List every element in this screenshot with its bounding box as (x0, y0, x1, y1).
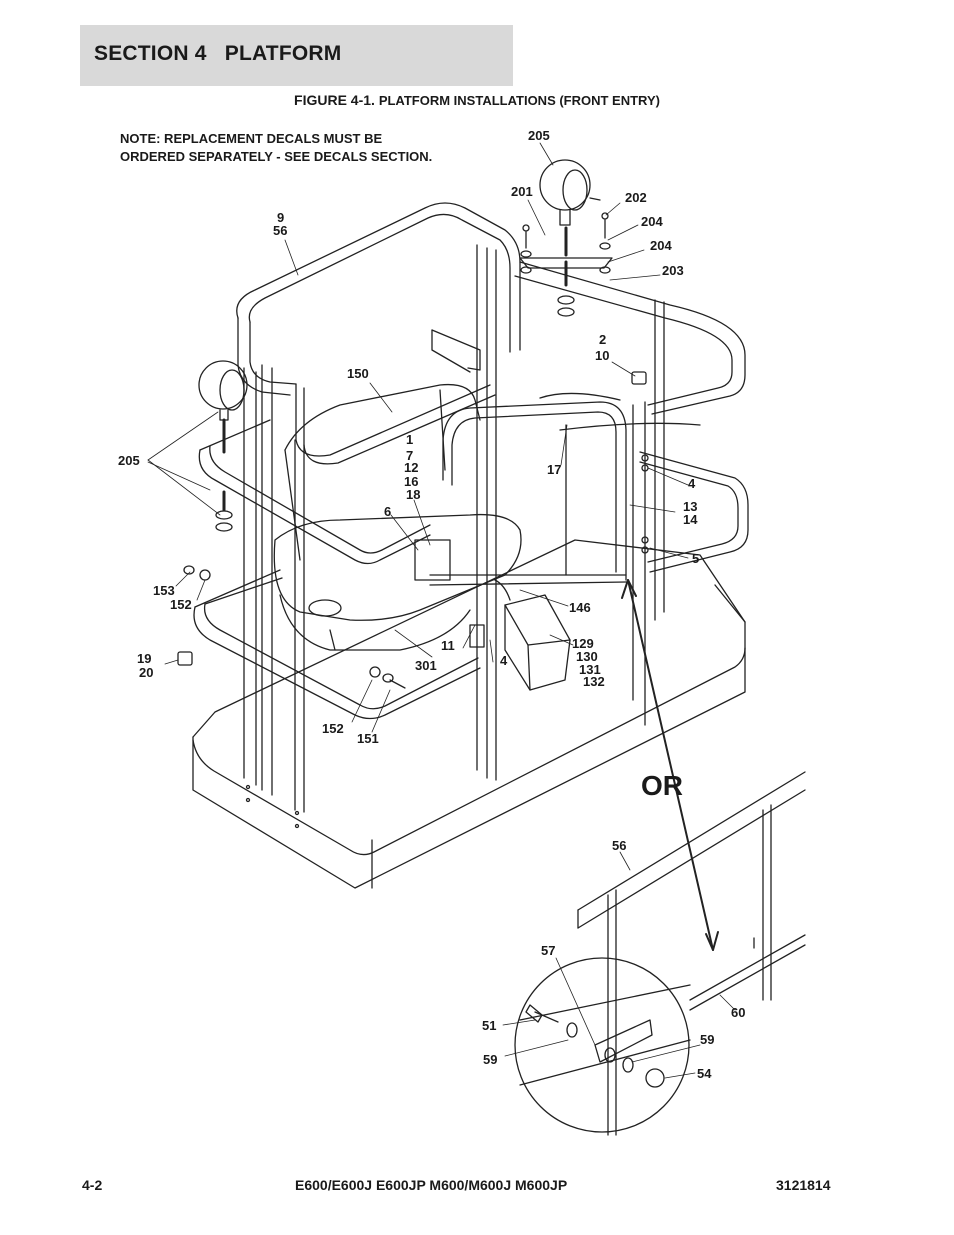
figure-label: FIGURE 4-1. (294, 92, 375, 108)
or-label: OR (641, 770, 683, 801)
foot-switch (494, 579, 571, 691)
callout-20: 20 (139, 665, 153, 680)
callout-205-top: 205 (528, 128, 550, 143)
callout-12: 12 (404, 460, 418, 475)
callout-13: 13 (683, 499, 697, 514)
callout-205-left: 205 (118, 453, 140, 468)
page-number: 4-2 (82, 1177, 103, 1193)
platform-light-left (198, 360, 248, 532)
model-list: E600/E600J E600JP M600/M600J M600JP (295, 1177, 568, 1193)
callout-9: 9 (277, 210, 284, 225)
lower-rail (193, 422, 701, 720)
callout-4-right: 4 (688, 476, 696, 491)
callout-152-lower: 152 (322, 721, 344, 736)
leader-lines (147, 142, 736, 1079)
callout-7: 7 (406, 448, 413, 463)
callout-202: 202 (625, 190, 647, 205)
document-number: 3121814 (776, 1177, 831, 1193)
callout-10: 10 (595, 348, 609, 363)
note-line-2: ORDERED SEPARATELY - SEE DECALS SECTION. (120, 149, 433, 164)
callout-11: 11 (441, 638, 455, 653)
detail-inset (514, 771, 806, 1136)
callout-2: 2 (599, 332, 606, 347)
platform-floor (192, 539, 746, 889)
callout-203: 203 (662, 263, 684, 278)
callout-54: 54 (697, 1066, 712, 1081)
figure-title: PLATFORM INSTALLATIONS (FRONT ENTRY) (378, 93, 660, 108)
callout-18: 18 (406, 487, 420, 502)
entry-gate (429, 392, 627, 586)
callout-1: 1 (406, 432, 413, 447)
rail-posts (243, 244, 665, 813)
callout-19: 19 (137, 651, 151, 666)
callout-146: 146 (569, 600, 591, 615)
callout-60: 60 (731, 1005, 745, 1020)
callout-150: 150 (347, 366, 369, 381)
callout-16: 16 (404, 474, 418, 489)
callout-152-upper: 152 (170, 597, 192, 612)
section-header: SECTION 4 PLATFORM (80, 25, 513, 86)
decal-note: NOTE: REPLACEMENT DECALS MUST BE ORDERED… (120, 130, 432, 166)
callout-4-lower: 4 (500, 653, 508, 668)
mid-rail (198, 419, 749, 573)
figure-caption: FIGURE 4-1. PLATFORM INSTALLATIONS (FRON… (0, 92, 954, 108)
callout-204-lower: 204 (650, 238, 672, 253)
callout-6: 6 (384, 504, 391, 519)
platform-light-top (519, 159, 613, 317)
callout-59-right: 59 (700, 1032, 714, 1047)
section-title: SECTION 4 PLATFORM (94, 42, 342, 65)
callout-129: 129 (572, 636, 594, 651)
callout-151: 151 (357, 731, 379, 746)
callout-301: 301 (415, 658, 437, 673)
callout-201: 201 (511, 184, 533, 199)
top-rail (236, 202, 746, 465)
callout-5: 5 (692, 551, 699, 566)
callout-204-upper: 204 (641, 214, 663, 229)
callout-153: 153 (153, 583, 175, 598)
callout-56: 56 (273, 223, 287, 238)
callout-17: 17 (547, 462, 561, 477)
callout-132: 132 (583, 674, 605, 689)
callout-14: 14 (683, 512, 698, 527)
callout-51: 51 (482, 1018, 496, 1033)
note-line-1: NOTE: REPLACEMENT DECALS MUST BE (120, 131, 383, 146)
callout-59-left: 59 (483, 1052, 497, 1067)
callout-130: 130 (576, 649, 598, 664)
callout-131: 131 (579, 662, 601, 677)
callout-56-detail: 56 (612, 838, 626, 853)
detail-arrow (621, 579, 719, 951)
callout-57: 57 (541, 943, 555, 958)
control-box (273, 329, 522, 651)
